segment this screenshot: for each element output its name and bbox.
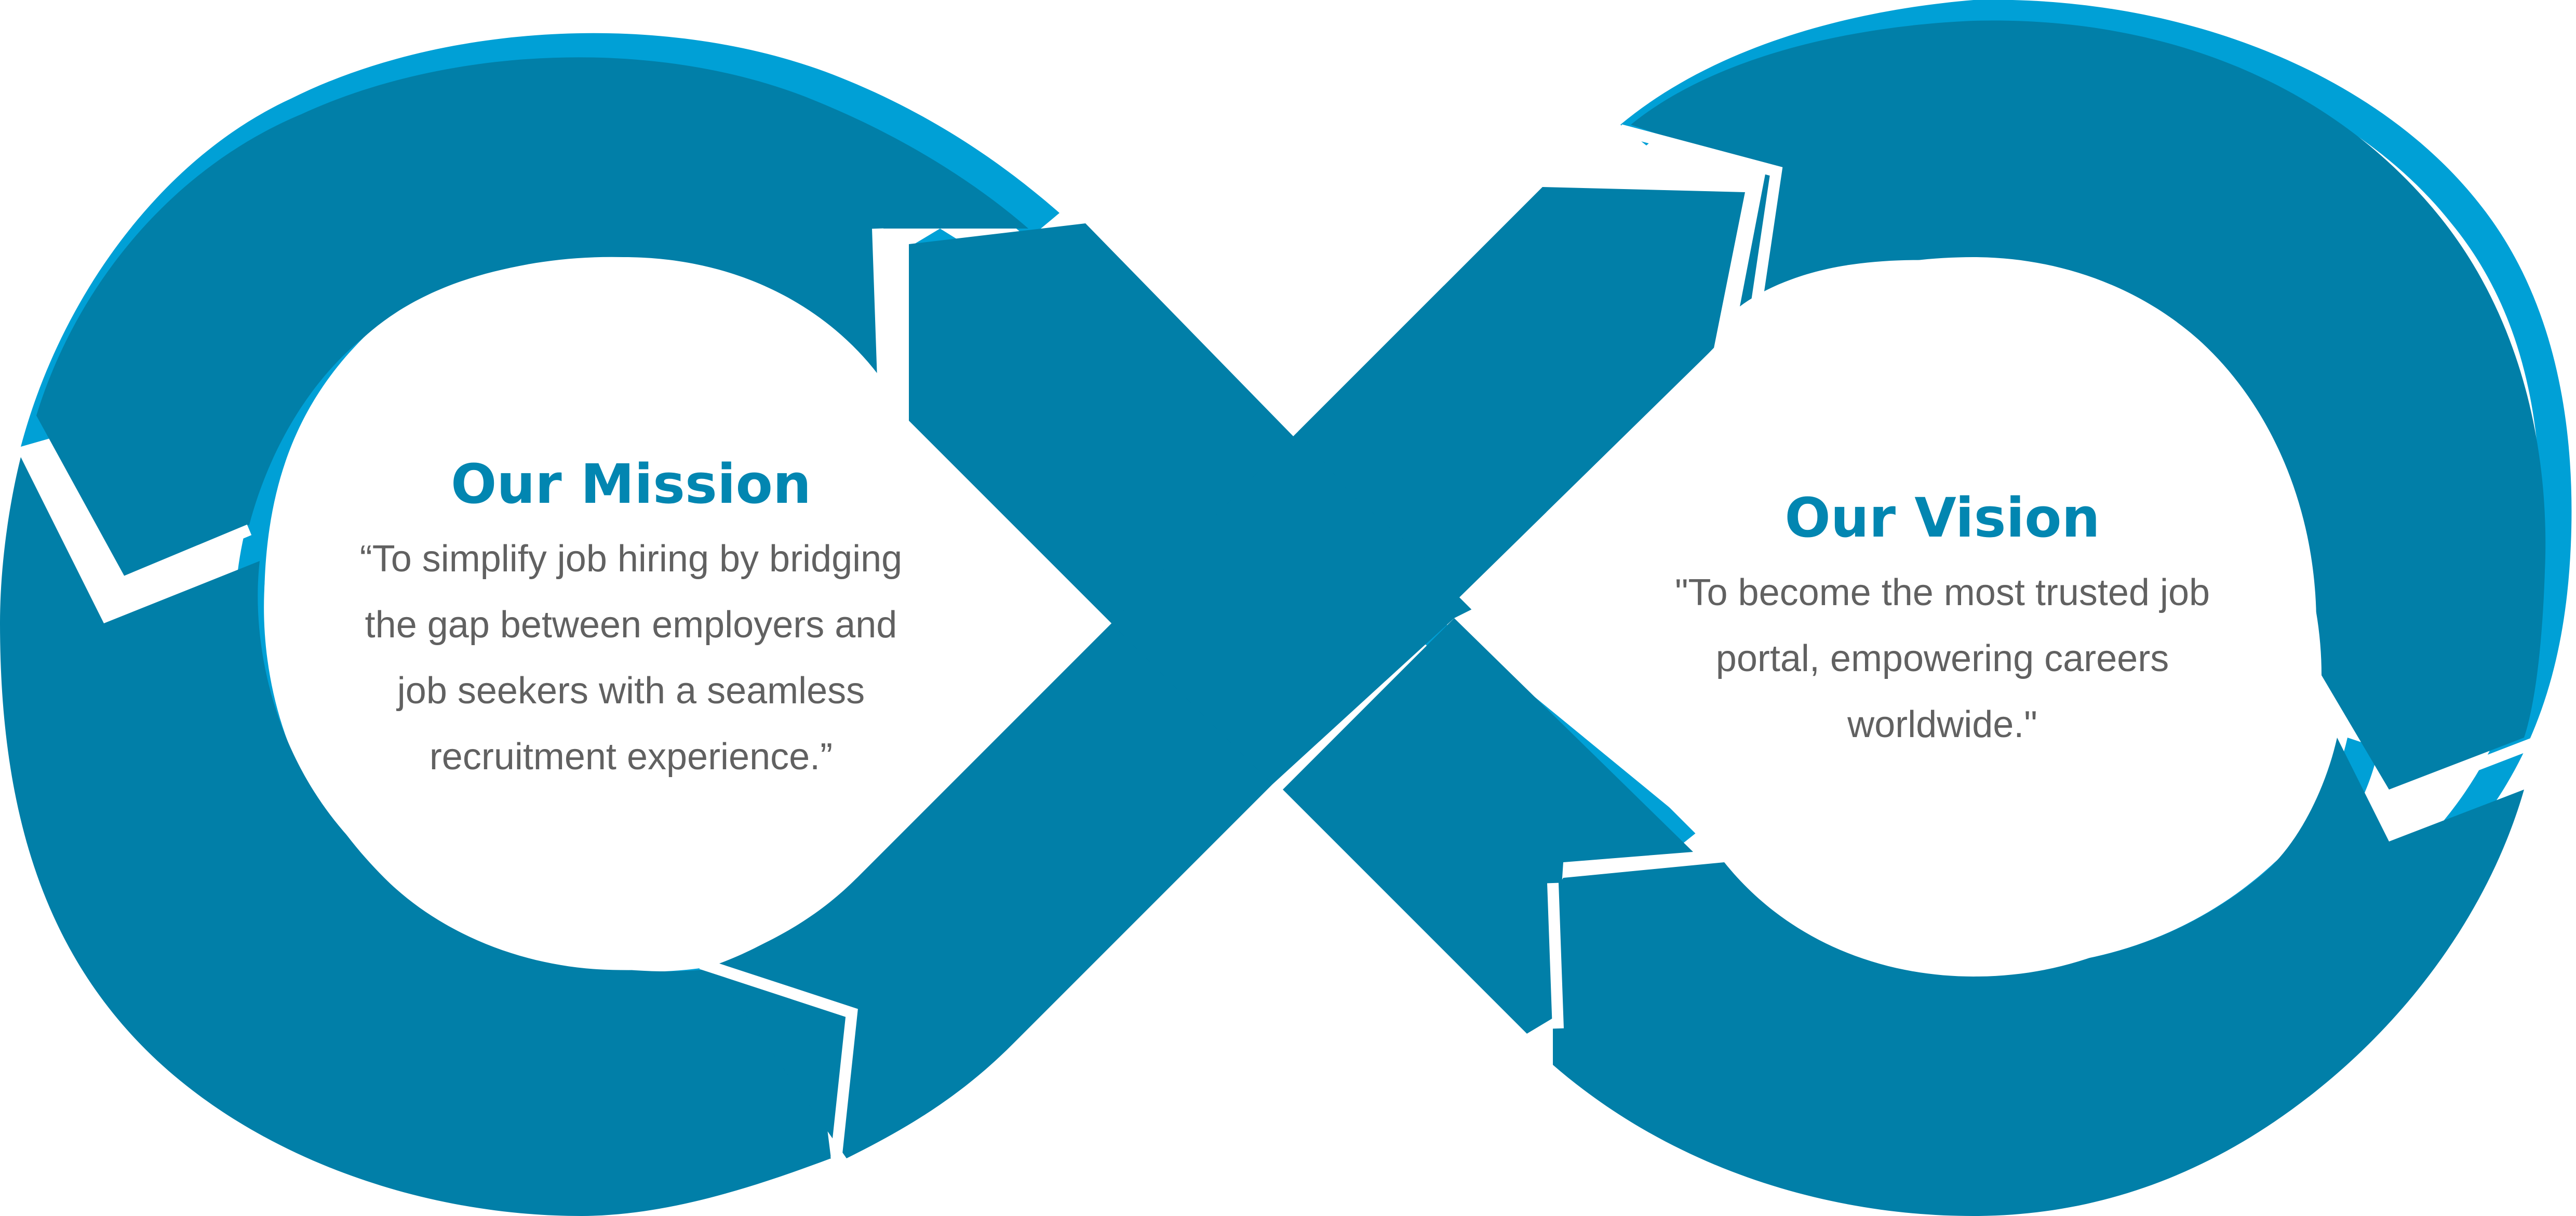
left-loop-top-segment xyxy=(36,57,1028,577)
vision-title: Our Vision xyxy=(1785,486,2100,550)
mission-panel: Our Mission “To simplify job hiring by b… xyxy=(234,452,1028,790)
cross-lower-right-arm xyxy=(1283,618,1693,1034)
separator-right-top xyxy=(1619,124,1783,313)
mission-statement: “To simplify job hiring by bridging the … xyxy=(359,538,903,778)
separator-left-side xyxy=(122,524,252,587)
mission-window xyxy=(264,257,1111,970)
vision-window xyxy=(1459,257,2316,977)
mission-title: Our Mission xyxy=(450,452,812,516)
inner-windows xyxy=(264,257,2316,977)
separator-left-top xyxy=(872,228,889,380)
vision-statement: "To become the most trusted job portal, … xyxy=(1674,571,2210,745)
segment-separators xyxy=(122,124,2537,1159)
right-loop-bottom-segment xyxy=(1553,738,2524,1216)
separator-right-bottom xyxy=(1547,883,1564,1029)
infinity-loop-band xyxy=(0,20,2546,1216)
separator-right-side xyxy=(2397,737,2537,800)
vision-panel: Our Vision "To become the most trusted j… xyxy=(1553,486,2332,758)
cross-upper-right-arm xyxy=(1298,187,1745,592)
left-loop-bottom-segment xyxy=(0,457,831,1216)
separator-left-bottom xyxy=(699,958,858,1159)
cross-upper-left-arm xyxy=(909,223,1298,623)
right-loop-top-segment xyxy=(1631,20,2546,790)
